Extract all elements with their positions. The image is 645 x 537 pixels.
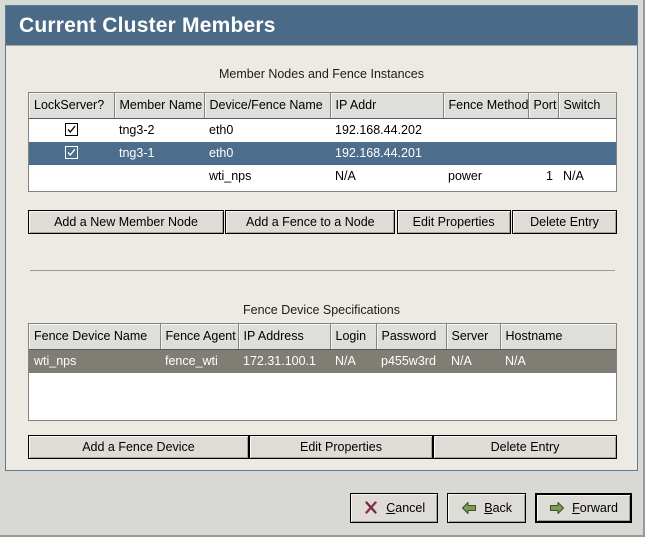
- cell-ip-addr: 192.168.44.201: [330, 142, 443, 165]
- cell-member-name: tng3-1: [114, 142, 204, 165]
- wizard-nav-buttons: Cancel Back Forward: [350, 493, 632, 523]
- col-hostname[interactable]: Hostname: [500, 324, 616, 350]
- dialog-body: Member Nodes and Fence Instances LockSer…: [6, 46, 637, 470]
- edit-properties-fence-button[interactable]: Edit Properties: [248, 435, 433, 459]
- back-label-rest: ack: [492, 501, 513, 515]
- cell-ip-addr: 192.168.44.202: [335, 123, 422, 137]
- arrow-left-icon: [461, 500, 477, 516]
- add-fence-device-button[interactable]: Add a Fence Device: [28, 435, 249, 459]
- cell-device-fence-name: wti_nps: [209, 169, 252, 183]
- fence-section-caption: Fence Device Specifications: [242, 303, 401, 317]
- cancel-mnemonic: C: [386, 501, 396, 515]
- cell-lockserver[interactable]: [29, 119, 114, 143]
- delete-entry-fence-button[interactable]: Delete Entry: [432, 435, 617, 459]
- cell-login: N/A: [330, 349, 376, 373]
- cell-ip-address: 172.31.100.1: [238, 349, 330, 373]
- cell-port: [528, 142, 558, 165]
- section-divider: [30, 270, 615, 271]
- back-mnemonic: B: [484, 501, 493, 515]
- cell-switch: N/A: [563, 169, 584, 183]
- table-row[interactable]: tng3-1 eth0 192.168.44.201: [29, 142, 616, 165]
- checkbox-checked-icon[interactable]: [65, 145, 78, 159]
- cell-fence-method: [443, 119, 528, 143]
- col-ip-addr[interactable]: IP Addr: [330, 93, 444, 119]
- cell-device-fence-name: eth0: [209, 123, 234, 137]
- main-panel: Current Cluster Members Member Nodes and…: [5, 5, 638, 471]
- col-fence-agent[interactable]: Fence Agent: [160, 324, 239, 350]
- members-button-row: Add a New Member Node Add a Fence to a N…: [28, 210, 617, 234]
- page-title: Current Cluster Members: [19, 13, 276, 37]
- table-row[interactable]: wti_nps fence_wti 172.31.100.1 N/A p455w…: [29, 349, 616, 373]
- col-switch[interactable]: Switch: [558, 93, 616, 119]
- edit-properties-members-button[interactable]: Edit Properties: [396, 210, 511, 234]
- back-button-label: Back: [484, 501, 512, 515]
- cell-fence-agent: fence_wti: [160, 349, 238, 373]
- cell-lockserver: [29, 165, 114, 188]
- forward-mnemonic: F: [572, 501, 580, 515]
- cancel-label-rest: ancel: [395, 501, 426, 515]
- col-member-name[interactable]: Member Name: [114, 93, 205, 119]
- cell-member-name: [114, 165, 204, 188]
- cell-fence-device-name: wti_nps: [29, 349, 160, 373]
- forward-button-label: Forward: [572, 501, 618, 515]
- members-table-container[interactable]: LockServer? Member Name Device/Fence Nam…: [28, 92, 617, 192]
- delete-entry-members-button[interactable]: Delete Entry: [511, 210, 617, 234]
- cell-switch: [558, 119, 616, 143]
- cell-port: 1: [546, 169, 553, 183]
- cancel-button-label: Cancel: [386, 501, 425, 515]
- fence-button-row: Add a Fence Device Edit Properties Delet…: [28, 435, 617, 459]
- col-login[interactable]: Login: [330, 324, 377, 350]
- cell-fence-method: [443, 142, 528, 165]
- col-server[interactable]: Server: [446, 324, 501, 350]
- members-table: LockServer? Member Name Device/Fence Nam…: [29, 93, 616, 188]
- title-bar: Current Cluster Members: [6, 6, 637, 46]
- col-fence-device-name[interactable]: Fence Device Name: [29, 324, 161, 350]
- col-fence-method[interactable]: Fence Method: [443, 93, 529, 119]
- cell-lockserver[interactable]: [29, 142, 114, 165]
- table-row[interactable]: wti_nps N/A power 1 N/A: [29, 165, 616, 188]
- cell-member-name: tng3-2: [119, 123, 155, 137]
- cell-ip-addr: N/A: [335, 169, 356, 183]
- cell-server: N/A: [446, 349, 500, 373]
- members-section-caption: Member Nodes and Fence Instances: [219, 67, 424, 81]
- back-button[interactable]: Back: [447, 493, 527, 523]
- fence-table-header-row: Fence Device Name Fence Agent IP Address…: [29, 324, 616, 350]
- col-lockserver[interactable]: LockServer?: [29, 93, 115, 119]
- fence-devices-table: Fence Device Name Fence Agent IP Address…: [29, 324, 616, 373]
- cell-switch: [558, 142, 616, 165]
- col-ip-address[interactable]: IP Address: [238, 324, 331, 350]
- add-fence-to-node-button[interactable]: Add a Fence to a Node: [225, 210, 396, 234]
- arrow-right-icon: [549, 500, 565, 516]
- add-new-member-node-button[interactable]: Add a New Member Node: [28, 210, 224, 234]
- forward-button[interactable]: Forward: [535, 493, 632, 523]
- col-port[interactable]: Port: [528, 93, 559, 119]
- cancel-button[interactable]: Cancel: [350, 493, 439, 523]
- cell-device-fence-name: eth0: [204, 142, 330, 165]
- checkbox-checked-icon[interactable]: [65, 122, 78, 136]
- fence-table-container[interactable]: Fence Device Name Fence Agent IP Address…: [28, 323, 617, 421]
- cancel-x-icon: [363, 500, 379, 516]
- col-password[interactable]: Password: [376, 324, 447, 350]
- cell-hostname: N/A: [500, 349, 616, 373]
- cell-password: p455w3rd: [376, 349, 446, 373]
- dialog-footer: Cancel Back Forward: [0, 471, 643, 535]
- members-table-header-row: LockServer? Member Name Device/Fence Nam…: [29, 93, 616, 119]
- forward-label-rest: orward: [579, 501, 618, 515]
- table-row[interactable]: tng3-2 eth0 192.168.44.202: [29, 119, 616, 143]
- cell-fence-method: power: [448, 169, 483, 183]
- col-device-fence-name[interactable]: Device/Fence Name: [204, 93, 331, 119]
- cell-port: [528, 119, 558, 143]
